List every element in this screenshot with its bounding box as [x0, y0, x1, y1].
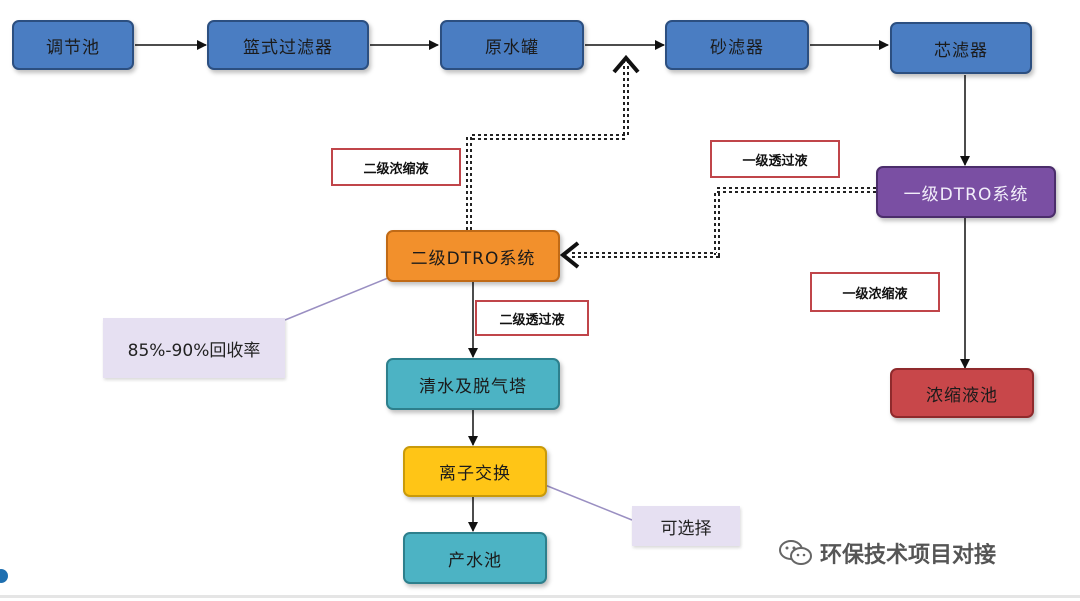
corner-dot: [0, 569, 8, 583]
dashed-return-concentrate: [466, 54, 640, 230]
node-lanshi: 篮式过滤器: [207, 20, 369, 70]
node-dtro1-label: 一级DTRO系统: [903, 184, 1029, 205]
label-erji-nongsuo-text: 二级浓缩液: [363, 161, 429, 177]
node-dtro1: 一级DTRO系统: [876, 166, 1056, 218]
node-nongsuo-label: 浓缩液池: [926, 385, 998, 406]
node-chanshui-label: 产水池: [448, 550, 502, 571]
watermark: 环保技术项目对接: [778, 536, 996, 570]
label-erji-touguo-text: 二级透过液: [499, 312, 565, 328]
node-tiaojie-label: 调节池: [46, 37, 100, 58]
node-shalv: 砂滤器: [665, 20, 809, 70]
dashed-permeate-line: [559, 187, 876, 269]
node-yuanshui-label: 原水罐: [485, 37, 539, 58]
note-optional-text: 可选择: [660, 518, 712, 539]
note-recovery-rate: 85%-90%回收率: [103, 318, 285, 378]
label-yiji-nongsuo: 一级浓缩液: [810, 272, 940, 312]
watermark-text: 环保技术项目对接: [820, 543, 997, 568]
note-optional: 可选择: [632, 506, 740, 546]
node-xinlv-label: 芯滤器: [934, 40, 988, 61]
label-erji-touguo: 二级透过液: [475, 300, 589, 336]
node-lizi: 离子交换: [403, 446, 547, 497]
node-tiaojie: 调节池: [12, 20, 134, 70]
callout-line-recovery: [284, 277, 389, 321]
node-yuanshui: 原水罐: [440, 20, 584, 70]
node-lizi-label: 离子交换: [439, 464, 511, 484]
node-qingshui-label: 清水及脱气塔: [419, 376, 527, 397]
node-nongsuo: 浓缩液池: [890, 368, 1034, 418]
node-shalv-label: 砂滤器: [710, 37, 764, 58]
bottom-divider: [0, 595, 1080, 598]
node-dtro2: 二级DTRO系统: [386, 230, 560, 282]
wechat-icon: [779, 540, 812, 565]
node-lanshi-label: 篮式过滤器: [243, 37, 333, 58]
label-yiji-touguo-text: 一级透过液: [742, 153, 808, 169]
label-yiji-nongsuo-text: 一级浓缩液: [842, 286, 908, 302]
node-dtro2-label: 二级DTRO系统: [410, 248, 536, 269]
callout-line-optional: [539, 482, 633, 521]
node-chanshui: 产水池: [403, 532, 547, 584]
node-qingshui: 清水及脱气塔: [386, 358, 560, 410]
label-erji-nongsuo: 二级浓缩液: [331, 148, 461, 186]
node-xinlv: 芯滤器: [890, 22, 1032, 74]
note-recovery-rate-text: 85%-90%回收率: [127, 340, 261, 361]
label-yiji-touguo: 一级透过液: [710, 140, 840, 178]
